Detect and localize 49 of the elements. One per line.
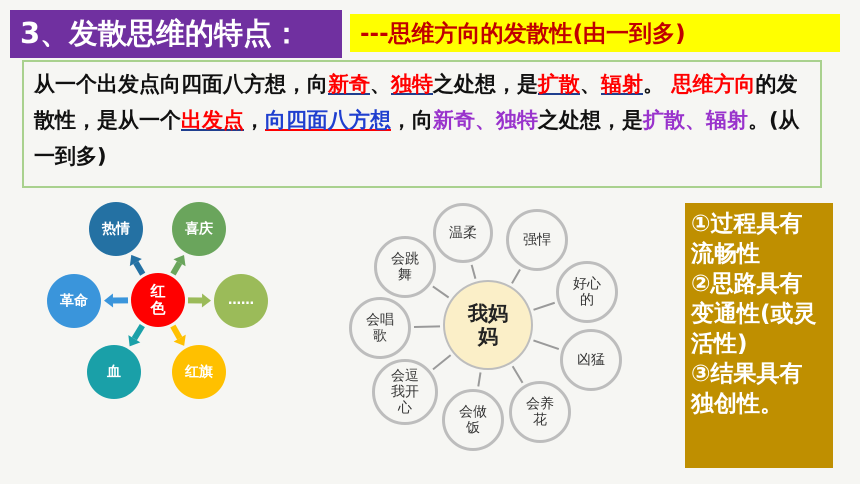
circle-label: …… [228,294,254,308]
description-text: 从一个出发点向四面八方想，向新奇、独特之处想，是扩散、辐射。 思维方向的发散性，是从一个出发点，向四面八方想，向新奇、独特之处想，是扩散、辐射。(从一到多) [34,71,801,170]
arrow [104,294,128,308]
title-banner [10,10,342,58]
circle-label: 我妈妈 [466,302,509,348]
circle-label: 血 [107,364,121,380]
topic-circle [47,274,101,328]
connector-line [432,354,452,370]
arrow [188,294,211,308]
title-text: 3、发散思维的特点： [20,15,302,52]
circle-label: 热情 [102,220,130,238]
topic-circle [172,202,226,256]
circle-label: 会做饭 [458,404,488,436]
circle-label: 好心的 [572,276,602,308]
feature-text: ①过程具有流畅性 [691,210,804,269]
circle-label: 温柔 [449,224,477,242]
topic-circle [89,202,143,256]
feature-text: ②思路具有变通性(或灵活性) [691,270,818,359]
connector-line [511,268,521,284]
circle-label: 会养花 [525,396,555,428]
connector-line [533,340,560,350]
feature-text: ③结果具有独创性。 [691,360,804,419]
circle-label: 喜庆 [185,220,213,238]
circle-label: 凶猛 [577,352,605,368]
circle-label: 会唱歌 [365,312,395,344]
arrow [170,254,186,276]
arrow [130,254,146,276]
circle-label: 会逗我开心 [390,368,420,416]
circle-label: 红色 [149,282,166,318]
subtitle-banner [350,14,840,52]
note-panel [685,203,833,468]
text-panel [22,60,822,188]
connector-line [477,372,482,387]
circle-label: 会跳舞 [390,250,420,284]
topic-circle [131,273,185,327]
arrow [170,324,186,346]
connector-line [512,366,524,384]
topic-circle [214,274,268,328]
circle-label: 革命 [60,292,88,310]
arrow [128,324,145,346]
connector-line [432,286,450,298]
connector-line [533,302,556,311]
topic-circle [172,345,226,399]
circle-label: 红旗 [185,364,213,380]
circle-label: 强悍 [523,232,551,248]
connector-line [470,264,476,279]
topic-circle [87,345,141,399]
subtitle-text: ---思维方向的发散性(由一到多) [360,20,686,48]
connector-line [414,325,440,328]
